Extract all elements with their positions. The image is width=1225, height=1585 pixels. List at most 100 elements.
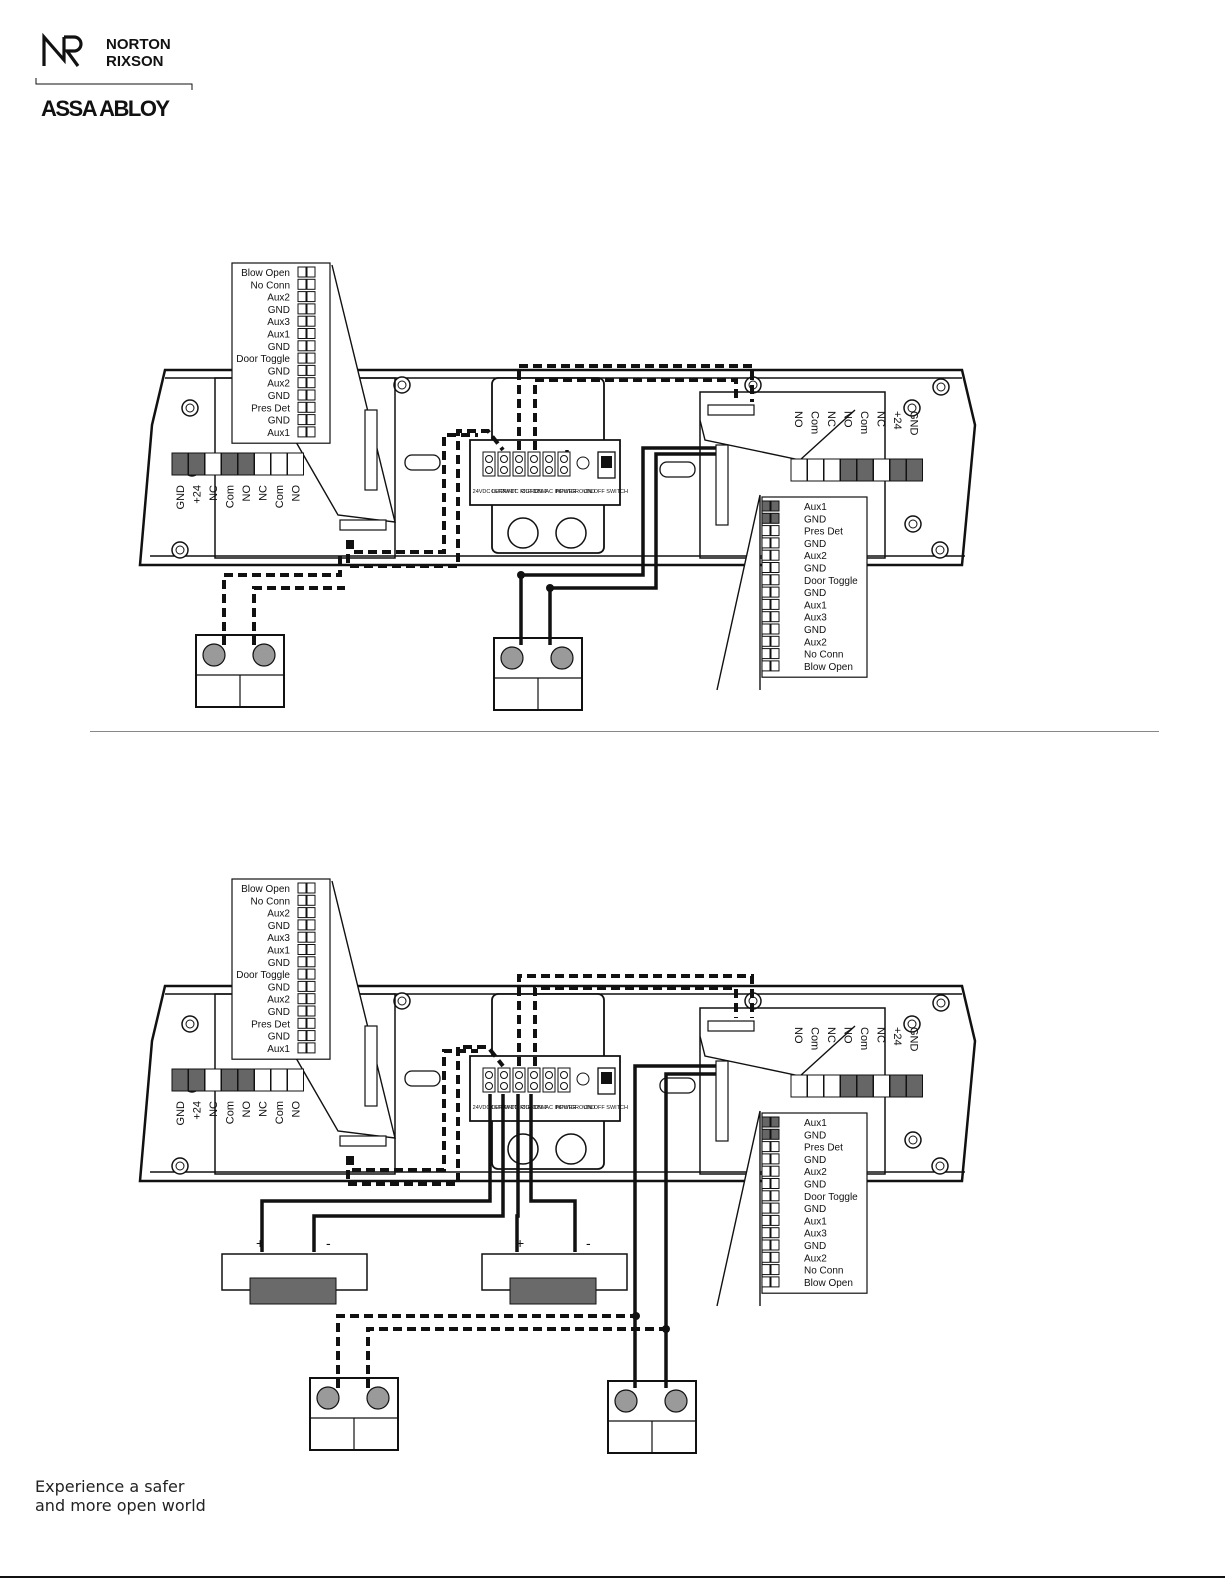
terminal-label: GND (268, 1007, 290, 1018)
mounting-hole-icon (932, 994, 950, 1012)
electric-strike-keeper (249, 1277, 337, 1305)
relay-terminal-cell (873, 1074, 890, 1098)
relay-label: GND (175, 485, 187, 510)
terminal-label: Aux2 (804, 1253, 827, 1264)
terminal-block-cell (761, 574, 771, 586)
relay-label: Com (809, 1027, 821, 1050)
terminal-block-cell (770, 648, 780, 660)
terminal-label: GND (268, 416, 290, 427)
mounting-hole-icon (185, 403, 195, 413)
terminal-label: Pres Det (804, 527, 843, 538)
power-terminal-label: GROUND (571, 489, 595, 495)
terminal-label: GND (804, 588, 826, 599)
dashed-wire (350, 1049, 478, 1172)
wire-junction-dot (517, 571, 525, 579)
terminal-block-cell (297, 401, 307, 413)
terminal-block-cell (770, 1178, 780, 1189)
terminal-block-cell (306, 389, 316, 401)
switch-terminal-icon (550, 646, 574, 670)
terminal-block-cell (761, 623, 771, 635)
terminal-block-cell (306, 278, 316, 290)
solid-wire (664, 1072, 716, 1388)
terminal-block-cell (770, 1128, 780, 1140)
terminal-block-cell (306, 426, 316, 438)
terminal-label: Aux1 (804, 1216, 827, 1227)
strike-plus-label: + (256, 1235, 264, 1251)
terminal-block-cell (306, 328, 316, 339)
terminal-block-cell (297, 278, 307, 290)
mounting-hole-icon (935, 1161, 945, 1171)
terminal-block-cell (306, 303, 316, 315)
relay-label: NO (842, 1027, 854, 1044)
wire-junction-dot (662, 1325, 670, 1333)
relay-label: Com (858, 411, 870, 434)
terminal-label: Aux2 (804, 637, 827, 648)
terminal-block-cell (297, 414, 307, 426)
terminal-label: Aux3 (804, 1229, 827, 1240)
terminal-label: Aux1 (267, 1044, 290, 1055)
power-terminal-label: ON OFF SWITCH (584, 1105, 628, 1111)
terminal-block-cell (297, 882, 307, 894)
terminal-block-cell (297, 894, 307, 906)
terminal-block-cell (306, 414, 316, 426)
ground-screw-icon (576, 1072, 590, 1086)
terminal-block-cell (306, 377, 316, 389)
terminal-label: Aux2 (804, 551, 827, 562)
adjust-slot-icon (659, 461, 696, 478)
power-terminal-label: OUT UNIT (521, 489, 548, 495)
mounting-hole-icon (903, 1015, 921, 1033)
relay-label: +24 (891, 411, 903, 430)
conduit-knockout-icon (507, 1133, 539, 1165)
terminal-block-cell (306, 980, 316, 992)
mounting-hole-icon (181, 1015, 199, 1033)
terminal-block-cell (297, 340, 307, 352)
screw-icon (500, 1082, 508, 1090)
relay-terminal-cell (237, 1068, 255, 1092)
terminal-block-cell (770, 1264, 780, 1276)
left-pcb-connector (364, 409, 378, 491)
relay-label: NC (825, 411, 837, 427)
relay-terminal-cell (823, 458, 841, 482)
mounting-hole-icon (931, 1157, 949, 1175)
terminal-block-cell (297, 389, 307, 401)
wire-junction-dot (632, 1312, 640, 1320)
dashed-wire (517, 364, 754, 450)
dashed-wire (533, 378, 738, 450)
terminal-block-cell (761, 1239, 771, 1251)
relay-label: NC (875, 1027, 887, 1043)
mounting-hole-icon (397, 380, 407, 390)
mounting-hole-icon (393, 376, 411, 394)
adjust-slot-icon (404, 454, 441, 471)
terminal-label: Pres Det (804, 1143, 843, 1154)
screw-icon (530, 1071, 538, 1079)
on-off-switch-icon (601, 1072, 612, 1084)
strike-minus-label: - (586, 1235, 591, 1251)
power-terminal-label: GROUND (571, 1105, 595, 1111)
relay-terminal-cell (790, 458, 808, 482)
screw-icon (500, 1071, 508, 1079)
terminal-block-cell (297, 1005, 307, 1017)
terminal-block-cell (770, 598, 780, 610)
screw-icon (545, 455, 553, 463)
terminal-block-cell (761, 598, 771, 610)
right-label-callout (716, 1110, 761, 1307)
terminal-label: GND (804, 539, 826, 550)
terminal-label: Blow Open (241, 884, 290, 895)
terminal-block-cell (297, 328, 307, 339)
mounting-hole-icon (935, 545, 945, 555)
screw-icon (560, 466, 568, 474)
terminal-block-cell (297, 303, 307, 315)
relay-terminal-cell (823, 1074, 841, 1098)
terminal-label: GND (804, 564, 826, 575)
mounting-hole-icon (175, 545, 185, 555)
relay-label: NC (208, 485, 220, 501)
terminal-block-cell (761, 660, 771, 672)
relay-label: NC (825, 1027, 837, 1043)
terminal-label: No Conn (804, 650, 843, 661)
terminal-block-cell (770, 1165, 780, 1177)
tagline-line2: and more open world (35, 1496, 206, 1515)
relay-terminal-cell (889, 1074, 907, 1098)
relay-label: Com (225, 1101, 237, 1124)
terminal-label: GND (804, 1155, 826, 1166)
relay-label: NO (792, 411, 804, 428)
